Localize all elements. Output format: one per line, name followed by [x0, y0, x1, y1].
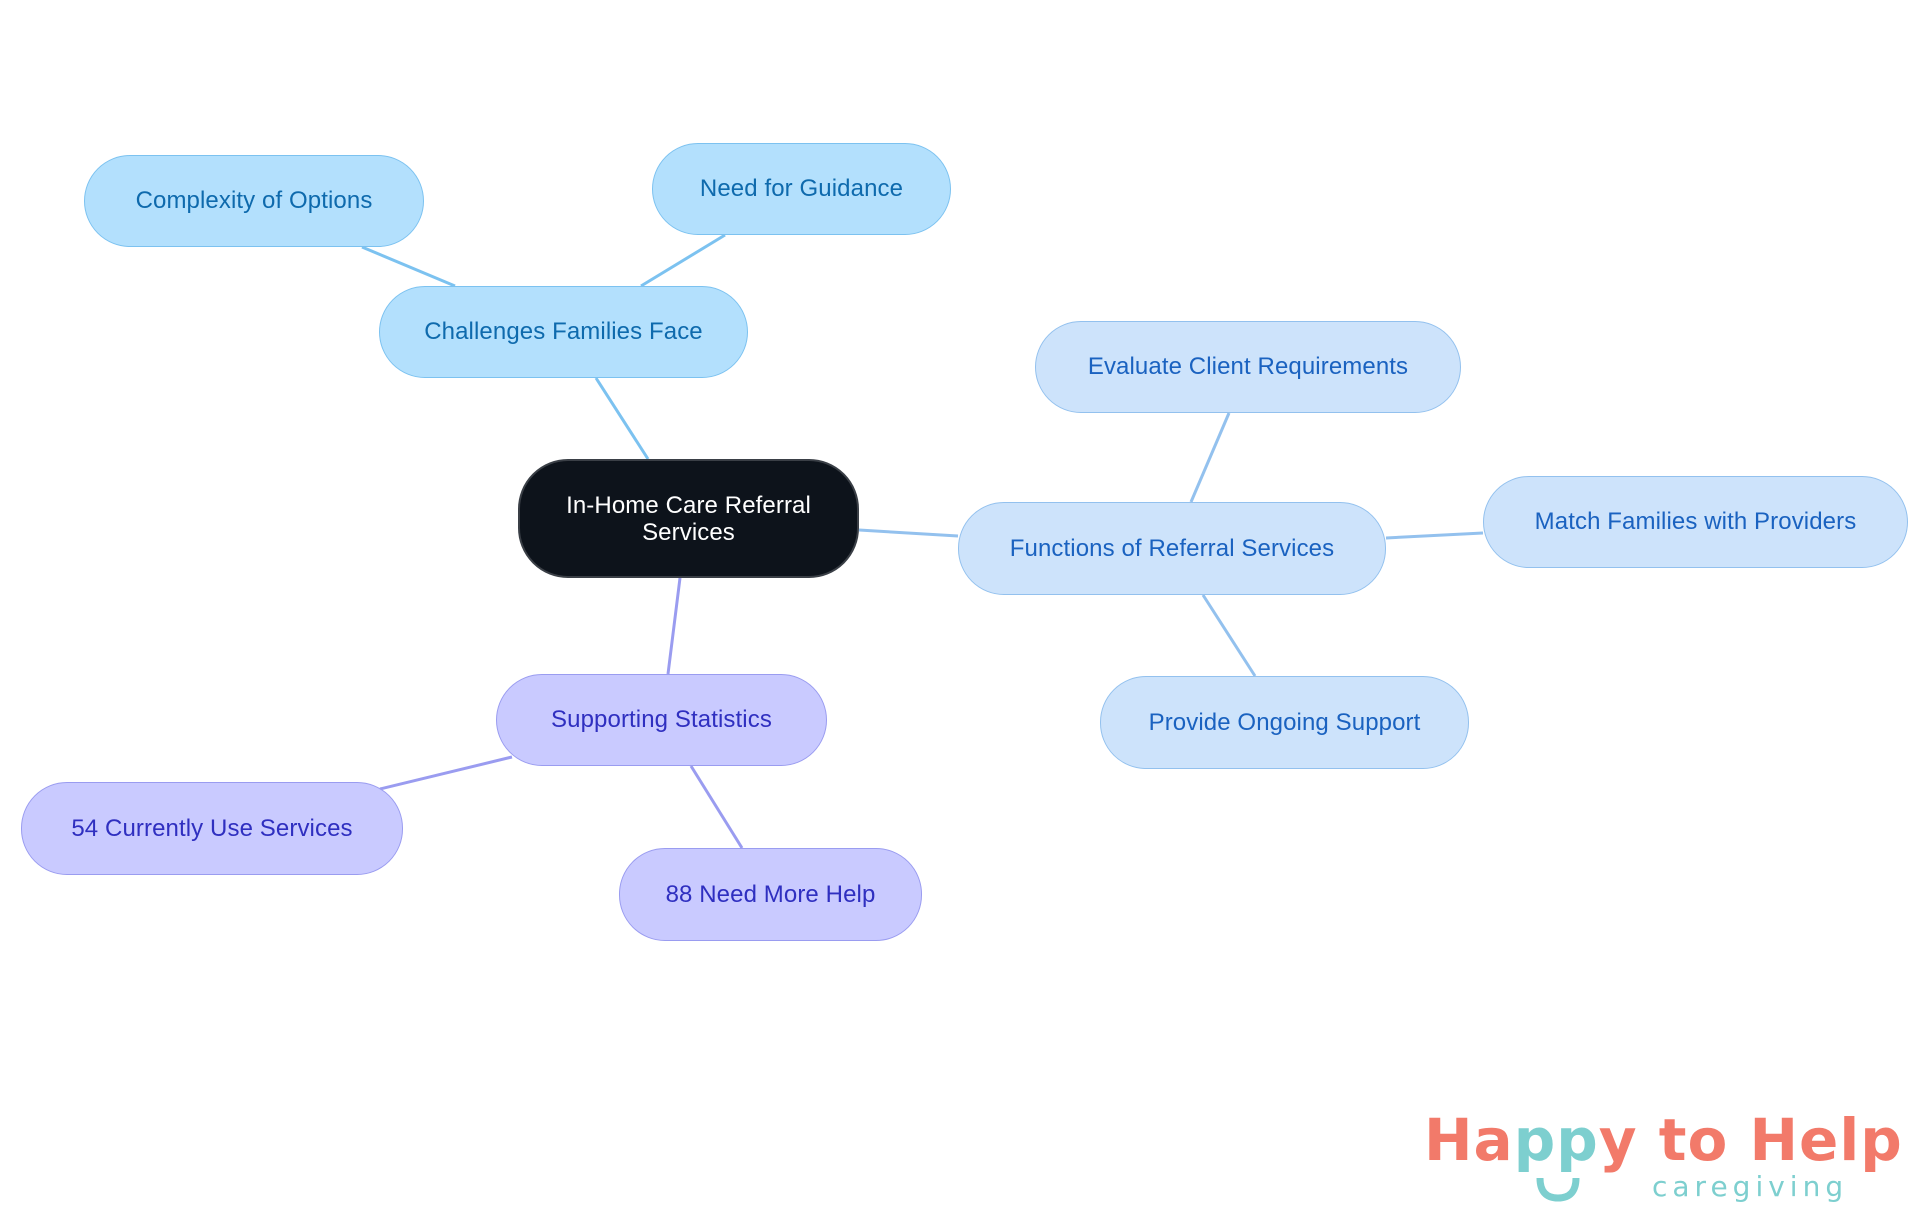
edge-challenges-complexity: [361, 245, 456, 288]
logo-text-pp: pp: [1513, 1106, 1599, 1174]
leaf-node-label: Evaluate Client Requirements: [1087, 353, 1409, 380]
edge-statistics-needhelp: [689, 765, 744, 849]
logo-text-rest: y to Help: [1598, 1106, 1903, 1174]
edge-root-functions: [858, 528, 959, 538]
root-node[interactable]: In-Home Care Referral Services: [518, 459, 859, 578]
leaf-node-label: 54 Currently Use Services: [71, 814, 353, 842]
leaf-node-label: Need for Guidance: [699, 175, 904, 202]
leaf-node-label: Match Families with Providers: [1534, 508, 1857, 535]
branch-node-functions[interactable]: Functions of Referral Services: [958, 502, 1386, 595]
edge-root-challenges: [594, 377, 650, 460]
leaf-node-currently-use[interactable]: 54 Currently Use Services: [21, 782, 403, 875]
branch-node-label: Supporting Statistics: [551, 706, 772, 733]
leaf-node-match[interactable]: Match Families with Providers: [1483, 476, 1908, 568]
logo-wordmark: Happy to Help: [1424, 1108, 1903, 1172]
leaf-node-need-more-help[interactable]: 88 Need More Help: [619, 848, 922, 941]
edge-challenges-guidance: [640, 233, 726, 288]
leaf-node-evaluate[interactable]: Evaluate Client Requirements: [1035, 321, 1461, 413]
edge-functions-evaluate: [1189, 412, 1231, 503]
logo-text-ha: Ha: [1424, 1106, 1514, 1174]
leaf-node-complexity[interactable]: Complexity of Options: [84, 155, 424, 247]
leaf-node-guidance[interactable]: Need for Guidance: [652, 143, 951, 235]
brand-logo: Happy to Help caregiving: [1424, 1108, 1904, 1208]
branch-node-label: Functions of Referral Services: [1009, 534, 1335, 562]
leaf-node-label: 88 Need More Help: [665, 880, 876, 908]
branch-node-statistics[interactable]: Supporting Statistics: [496, 674, 827, 766]
edge-root-statistics: [666, 577, 682, 675]
leaf-node-label: Complexity of Options: [135, 187, 373, 214]
leaf-node-support[interactable]: Provide Ongoing Support: [1100, 676, 1469, 769]
smile-icon: [1536, 1177, 1580, 1202]
root-node-label: In-Home Care Referral Services: [566, 491, 811, 546]
leaf-node-label: Provide Ongoing Support: [1148, 708, 1421, 736]
edge-functions-support: [1201, 594, 1257, 677]
branch-node-label: Challenges Families Face: [424, 318, 703, 345]
edge-statistics-currently: [379, 755, 513, 791]
branch-node-challenges[interactable]: Challenges Families Face: [379, 286, 748, 378]
logo-tagline: caregiving: [1652, 1170, 1849, 1203]
edge-functions-match: [1385, 531, 1484, 540]
